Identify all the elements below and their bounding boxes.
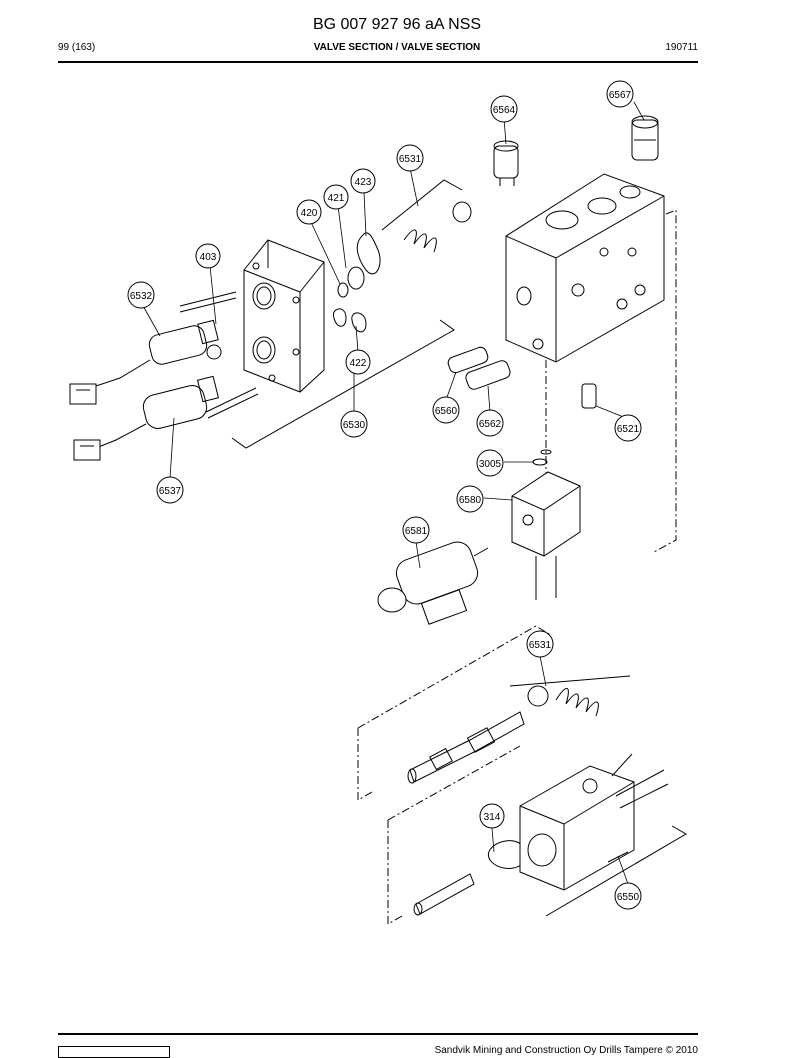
- callout-6530: 6530: [340, 410, 368, 438]
- callout-6562: 6562: [476, 409, 504, 437]
- callout-6537: 6537: [156, 476, 184, 504]
- svg-text:6580: 6580: [459, 495, 482, 506]
- svg-text:3005: 3005: [479, 459, 502, 470]
- callout-6550: 6550: [614, 882, 642, 910]
- callout-421: 421: [323, 184, 349, 210]
- solenoid-6532: [69, 319, 222, 405]
- footer-copyright: Sandvik Mining and Construction Oy Drill…: [434, 1045, 698, 1056]
- callout-403: 403: [195, 243, 221, 269]
- document-title: BG 007 927 96 aA NSS: [312, 16, 482, 33]
- solenoid-6581: [377, 541, 489, 625]
- header-rule: [58, 61, 698, 63]
- svg-text:6560: 6560: [435, 406, 458, 417]
- valve-block-6530: [243, 239, 325, 393]
- svg-text:6532: 6532: [130, 291, 153, 302]
- plug-6562: [465, 360, 511, 390]
- callout-6532: 6532: [127, 281, 155, 309]
- svg-text:6530: 6530: [343, 420, 366, 431]
- section-title: VALVE SECTION / VALVE SECTION: [313, 42, 481, 53]
- callout-6560: 6560: [432, 396, 460, 424]
- solenoid-6537: [73, 375, 259, 461]
- callout-423: 423: [350, 168, 376, 194]
- callout-6567: 6567: [606, 80, 634, 108]
- callout-6581: 6581: [402, 516, 430, 544]
- revision-code: 190711: [665, 42, 698, 53]
- callout-3005: 3005: [476, 449, 504, 477]
- svg-text:6531: 6531: [399, 154, 422, 165]
- svg-text:6531: 6531: [529, 640, 552, 651]
- svg-text:421: 421: [328, 193, 345, 204]
- plug-6560: [447, 346, 489, 374]
- spool-lower: [413, 840, 527, 916]
- page-number: 99 (163): [58, 42, 96, 53]
- svg-text:6537: 6537: [159, 486, 182, 497]
- block-6580: [511, 471, 581, 600]
- callout-6531-upper: 6531: [396, 144, 424, 172]
- spring-6531-upper: [403, 201, 472, 253]
- svg-text:6521: 6521: [617, 424, 640, 435]
- cartridge-6564: [493, 140, 519, 186]
- spring-6531-lower: [509, 675, 631, 717]
- svg-text:6564: 6564: [493, 105, 516, 116]
- callout-420: 420: [296, 199, 322, 225]
- callout-6564: 6564: [490, 95, 518, 123]
- svg-text:6567: 6567: [609, 90, 632, 101]
- callout-314: 314: [479, 803, 505, 829]
- callout-6521: 6521: [614, 414, 642, 442]
- svg-text:6581: 6581: [405, 526, 428, 537]
- svg-text:6562: 6562: [479, 419, 502, 430]
- valve-body: [505, 173, 665, 363]
- callout-422: 422: [345, 349, 371, 375]
- svg-text:422: 422: [350, 358, 367, 369]
- svg-text:403: 403: [200, 252, 217, 263]
- svg-text:314: 314: [484, 812, 501, 823]
- callout-6531-lower: 6531: [526, 630, 554, 658]
- sandvik-logo: [58, 1046, 170, 1058]
- footer-rule: [58, 1033, 698, 1035]
- svg-text:420: 420: [301, 208, 318, 219]
- spool: [407, 711, 525, 784]
- cartridge-6567: [631, 115, 659, 161]
- svg-text:6550: 6550: [617, 892, 640, 903]
- svg-text:423: 423: [355, 177, 372, 188]
- cover-6550: [519, 753, 669, 891]
- callout-6580: 6580: [456, 485, 484, 513]
